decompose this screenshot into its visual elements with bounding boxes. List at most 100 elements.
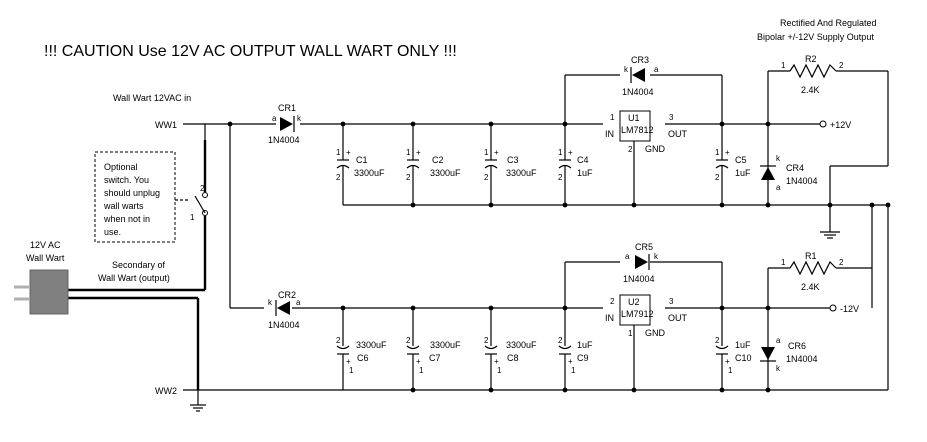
c6-ref: C6 [357,353,369,363]
c7-pin-2: 2 [406,336,411,345]
cr5-pin-k: k [654,252,659,261]
bottom-rail-wiring [183,124,889,391]
c4-value: 1uF [577,168,593,178]
header-line-1: Rectified And Regulated [780,18,877,28]
u1-gnd: GND [645,144,666,154]
cr2-diode [275,300,290,316]
cr1-part: 1N4004 [268,135,300,145]
cr2-ref: CR2 [278,290,296,300]
c7-capacitor [406,308,420,390]
c4-capacitor [558,124,572,205]
c9-plus: + [568,357,573,366]
c3-pin-1: 1 [484,148,489,157]
u1-out: OUT [668,129,688,139]
c10-value: 1uF [735,340,751,350]
optional-switch: 2 1 [190,184,208,222]
c1-capacitor [336,124,350,205]
cr2-pin-a: a [296,298,301,307]
wall-wart-icon [14,269,69,315]
cr5-ref: CR5 [635,242,653,252]
c10-capacitor [715,308,729,390]
c3-plus: + [494,148,499,157]
c8-ref: C8 [507,353,519,363]
c2-plus: + [416,148,421,157]
c6-value: 3300uF [356,340,387,350]
ww1-label: WW1 [155,120,177,130]
c4-pin-1: 1 [558,148,563,157]
u1-part: LM7812 [621,125,654,135]
c1-pin-2: 2 [336,173,341,182]
pos-output-terminal [819,120,827,128]
c1-pin-1: 1 [336,148,341,157]
c8-capacitor [484,308,498,390]
c2-value: 3300uF [430,168,461,178]
cr4-diode [760,165,776,180]
cr5-pin-a: a [625,252,630,261]
neg-output-terminal [829,304,837,312]
u2-gnd: GND [645,328,666,338]
c6-plus: + [346,357,351,366]
c6-pin-1: 1 [349,366,354,375]
c4-ref: C4 [577,155,589,165]
cr6-pin-a: a [776,336,781,345]
r1-ref: R1 [805,251,817,261]
c7-plus: + [416,357,421,366]
u1-ref: U1 [628,113,640,123]
cr5-part: 1N4004 [623,274,655,284]
ac-label-2: Wall Wart [26,253,65,263]
cr1-ref: CR1 [278,103,296,113]
c1-plus: + [346,148,351,157]
c7-ref: C7 [429,353,441,363]
cr3-diode [630,67,645,83]
cr4-pin-a: a [776,183,781,192]
u1-pin-1: 1 [610,113,615,122]
r2-ref: R2 [805,54,817,64]
u1-pin-2: 2 [628,145,633,154]
c5-pin-1: 1 [715,148,720,157]
u1-regulator [619,110,651,142]
cr1-pin-k: k [297,114,302,123]
c9-pin-2: 2 [558,336,563,345]
c9-value: 1uF [577,340,593,350]
cr5-diode [635,254,650,270]
c3-capacitor [484,124,498,205]
r2-pin-2: 2 [839,61,844,70]
cr3-part: 1N4004 [622,87,654,97]
c5-pin-2: 2 [715,173,720,182]
switch-note-box [94,151,176,243]
u2-ref: U2 [628,297,640,307]
r1-resistor [789,260,837,276]
r1-value: 2.4K [801,282,820,292]
switch-note-6: use. [104,227,121,237]
c8-plus: + [494,357,499,366]
c2-capacitor [406,124,420,205]
c4-plus: + [568,148,573,157]
cr4-part: 1N4004 [786,176,818,186]
c3-ref: C3 [507,155,519,165]
c2-ref: C2 [432,155,444,165]
c9-pin-1: 1 [571,366,576,375]
c2-pin-1: 1 [406,148,411,157]
neg-output-label: -12V [840,304,859,314]
c1-value: 3300uF [354,168,385,178]
u2-pin-2: 2 [610,297,615,306]
c8-pin-2: 2 [484,336,489,345]
input-section: 2 1 [14,124,208,412]
ac-label-1: 12V AC [30,240,61,250]
u1-in: IN [605,129,614,139]
top-rail-wiring [183,70,889,308]
u2-pin-1: 1 [628,329,633,338]
r2-resistor [789,63,837,79]
c10-ref: C10 [735,353,752,363]
cr4-pin-k: k [776,154,781,163]
c6-pin-2: 2 [336,336,341,345]
cr3-pin-k: k [624,65,629,74]
c10-pin-2: 2 [715,336,720,345]
pos-output-label: +12V [830,120,851,130]
c9-capacitor [558,308,572,390]
switch-note-2: switch. You [104,175,149,185]
u2-in: IN [605,313,614,323]
u1-pin-3: 3 [669,113,674,122]
c5-value: 1uF [735,168,751,178]
c5-ref: C5 [735,155,747,165]
